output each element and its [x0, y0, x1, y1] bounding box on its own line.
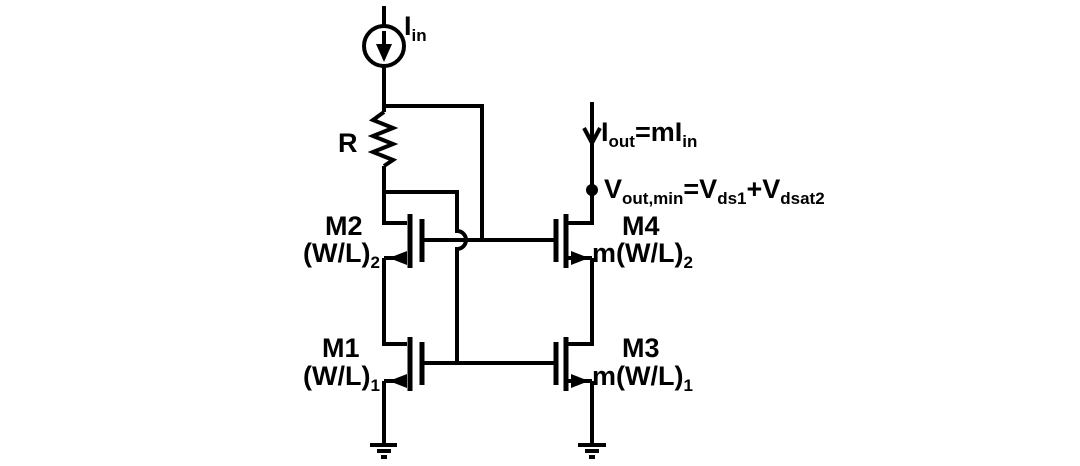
input-current-base: I — [404, 11, 412, 41]
m3-source-arrow — [571, 374, 589, 388]
output-voltage-p2: =V — [683, 174, 718, 204]
nmos-transistor-icon-m1 — [384, 337, 425, 391]
wire-m2-drain-to-lower-gates — [384, 190, 468, 363]
m1-source-arrow — [389, 374, 407, 388]
m1-size-base: (W/L) — [303, 361, 371, 391]
m3-name-label: M3 — [622, 333, 660, 363]
m1-name-label: M1 — [322, 333, 360, 363]
output-voltage-p1: V — [604, 174, 623, 204]
m2-size-base: (W/L) — [303, 238, 371, 268]
m4-source-arrow — [571, 251, 589, 265]
wire-m2-source-to-m1-drain — [382, 258, 407, 346]
output-current-p2: =mI — [634, 117, 683, 147]
current-source-icon — [362, 24, 406, 68]
output-voltage-p3: +V — [746, 174, 781, 204]
input-current-label: Iin — [404, 11, 427, 45]
m1-size-sub: 1 — [370, 376, 380, 395]
output-current-arrowhead — [582, 127, 602, 148]
m4-name-label: M4 — [622, 211, 660, 241]
m2-size-label: (W/L)2 — [303, 238, 380, 272]
output-current-s1: out — [608, 132, 635, 151]
output-current-s2: in — [682, 132, 698, 151]
wire-top-node-to-upper-gates — [384, 104, 484, 240]
output-voltage-s2: ds1 — [717, 189, 747, 208]
m2-source-arrow — [389, 251, 407, 265]
nmos-transistor-icon-m2 — [384, 214, 425, 268]
ground-icon-right — [578, 443, 606, 459]
nmos-transistor-icon-m4 — [553, 214, 592, 268]
m3-size-base: m(W/L) — [592, 361, 684, 391]
m2-name-label: M2 — [325, 211, 363, 241]
connection-node-dot — [586, 184, 598, 196]
m4-size-base: m(W/L) — [592, 238, 684, 268]
m2-size-sub: 2 — [370, 253, 380, 272]
input-current-sub: in — [411, 26, 427, 45]
output-voltage-label: Vout,min=Vds1+Vdsat2 — [604, 174, 825, 208]
wire-resistor-to-m2-drain — [382, 166, 407, 225]
m4-size-sub: 2 — [683, 253, 693, 272]
wire-output-to-m4-drain — [566, 102, 594, 225]
wire-m4-source-to-m3-drain — [566, 258, 594, 346]
m3-size-sub: 1 — [683, 376, 693, 395]
output-current-p1: I — [601, 117, 609, 147]
output-voltage-s1: out,min — [622, 189, 684, 208]
m3-size-label: m(W/L)1 — [592, 361, 693, 395]
m1-size-label: (W/L)1 — [303, 361, 380, 395]
ground-icon-left — [370, 443, 397, 459]
resistor-label: R — [338, 128, 358, 158]
output-voltage-s3: dsat2 — [780, 189, 825, 208]
resistor-icon — [367, 110, 399, 168]
m4-size-label: m(W/L)2 — [592, 238, 693, 272]
current-source-arrowhead — [376, 44, 392, 62]
output-current-label: Iout=mIin — [601, 117, 698, 151]
